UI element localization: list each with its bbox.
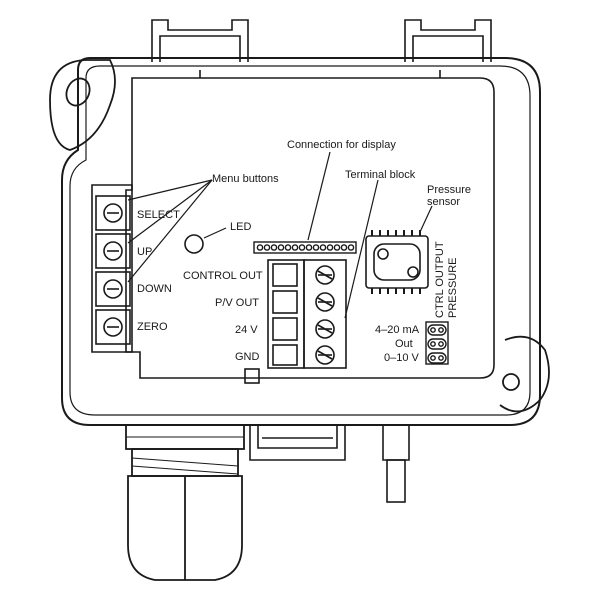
circuit-board xyxy=(91,70,495,379)
0-10v-label: 0–10 V xyxy=(384,352,420,364)
up-label: UP xyxy=(137,246,152,258)
zero-label: ZERO xyxy=(137,321,168,333)
terminal-block-label: Terminal block xyxy=(345,169,416,181)
pressure-sensor xyxy=(365,205,433,294)
pressure-sensor-label-1: Pressure xyxy=(427,184,471,196)
output-jumpers xyxy=(425,321,449,365)
mounting-ear-bottom-right xyxy=(499,335,550,413)
menu-buttons-label: Menu buttons xyxy=(212,173,279,185)
terminal-block xyxy=(267,179,379,369)
24v-label: 24 V xyxy=(235,324,258,336)
menu-button-select xyxy=(95,195,131,231)
menu-button-zero xyxy=(95,309,131,345)
connection-for-display-label: Connection for display xyxy=(287,139,396,151)
led-label: LED xyxy=(230,221,251,233)
gnd-tab xyxy=(244,368,260,384)
select-label: SELECT xyxy=(137,209,180,221)
4-20ma-label: 4–20 mA xyxy=(375,324,420,336)
cable-gland xyxy=(125,424,245,581)
menu-buttons-leaders xyxy=(127,179,213,283)
bottom-port xyxy=(249,425,346,461)
display-connector xyxy=(253,151,357,254)
menu-button-down xyxy=(95,271,131,307)
pv-out-label: P/V OUT xyxy=(215,297,259,309)
right-top-clip xyxy=(404,19,492,62)
led xyxy=(184,227,227,254)
ctrl-output-label: CTRL OUTPUT xyxy=(434,241,446,318)
control-out-label: CONTROL OUT xyxy=(183,270,263,282)
gnd-label: GND xyxy=(235,351,260,363)
mounting-ear-top-left xyxy=(49,59,116,151)
pressure-sensor-label-2: sensor xyxy=(427,196,460,208)
pressure-vertical-label: PRESSURE xyxy=(447,257,459,318)
pressure-nozzle xyxy=(382,425,410,503)
enclosure-outline xyxy=(61,57,541,426)
out-label: Out xyxy=(395,338,413,350)
down-label: DOWN xyxy=(137,283,172,295)
menu-button-up xyxy=(95,233,131,269)
left-top-clip xyxy=(151,19,249,62)
